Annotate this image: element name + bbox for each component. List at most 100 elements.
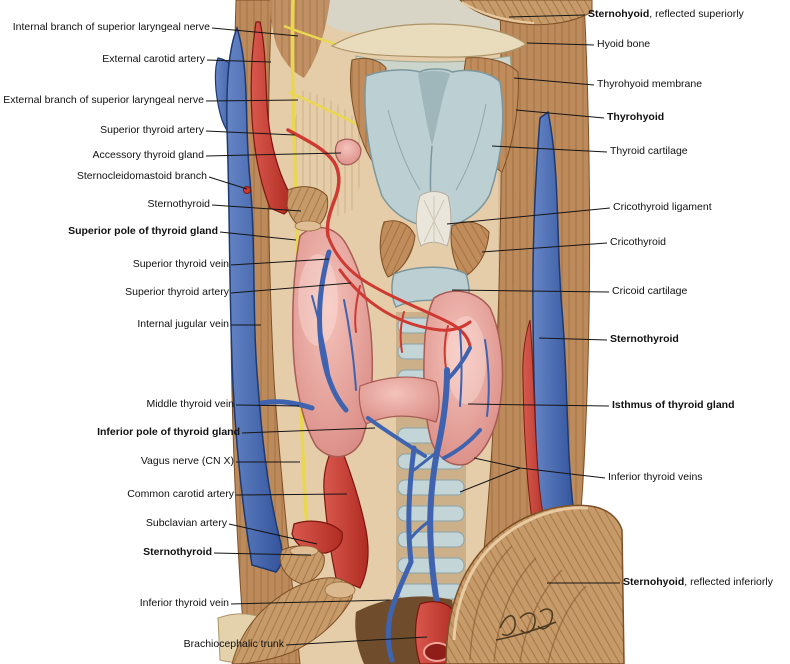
label-thyrohyoid-membrane: Thyrohyoid membrane	[597, 78, 702, 91]
thyroid-isthmus	[358, 376, 440, 425]
label-sternothyroid: Sternothyroid	[610, 333, 679, 346]
label-text: Sternothyroid	[143, 546, 212, 558]
label-text: Common carotid artery	[127, 488, 234, 500]
label-superior-pole-of-thyroid-gland: Superior pole of thyroid gland	[68, 225, 218, 238]
label-text: Sternothyroid	[610, 333, 679, 345]
label-text: Internal branch of superior laryngeal ne…	[12, 21, 210, 33]
label-text: Subclavian artery	[145, 517, 227, 529]
leader-line	[515, 109, 605, 119]
sternohyoid-reflected-superiorly	[459, 0, 593, 26]
label-text: Sternothyroid	[147, 198, 210, 210]
label-subclavian-artery: Subclavian artery	[146, 517, 227, 530]
label-text: Brachiocephalic trunk	[183, 638, 284, 650]
leader-line	[513, 77, 595, 86]
label-text: Superior thyroid artery	[100, 124, 204, 136]
sternothyroid-cut-stub-lower	[279, 545, 325, 585]
leader-line	[228, 523, 318, 545]
label-inferior-thyroid-veins: Inferior thyroid veins	[608, 471, 703, 484]
hyoid-bone	[330, 23, 528, 58]
label-text: Inferior thyroid vein	[139, 597, 229, 609]
label-common-carotid-artery: Common carotid artery	[127, 488, 234, 501]
label-text: Sternohyoid	[588, 8, 650, 20]
label-text: Isthmus of thyroid gland	[612, 399, 735, 411]
label-sternothyroid: Sternothyroid	[143, 546, 212, 559]
label-inferior-pole-of-thyroid-gland: Inferior pole of thyroid gland	[97, 426, 240, 439]
leader-line	[491, 145, 608, 153]
label-text: Middle thyroid vein	[146, 398, 234, 410]
leader-line	[205, 130, 296, 136]
label-superior-thyroid-artery: Superior thyroid artery	[125, 286, 229, 299]
label-text: Thyroid cartilage	[610, 145, 688, 157]
leader-line	[213, 552, 312, 556]
leader-line	[235, 404, 300, 407]
leader-line	[446, 207, 611, 225]
label-sternohyoid-reflected-inferiorly: Sternohyoid, reflected inferiorly	[623, 576, 773, 589]
leader-line	[230, 599, 391, 605]
leader-line	[481, 242, 608, 253]
label-hyoid-bone: Hyoid bone	[597, 38, 650, 51]
label-text: Vagus nerve (CN X)	[140, 455, 234, 467]
label-sternocleidomastoid-branch: Sternocleidomastoid branch	[77, 170, 207, 183]
label-text: Superior thyroid artery	[125, 286, 229, 298]
leader-line	[241, 427, 376, 434]
label-isthmus-of-thyroid-gland: Isthmus of thyroid gland	[612, 399, 735, 412]
label-text: Sternocleidomastoid branch	[76, 170, 207, 182]
label-text: External carotid artery	[102, 53, 205, 65]
label-middle-thyroid-vein: Middle thyroid vein	[146, 398, 234, 411]
label-sternohyoid-reflected-superiorly: Sternohyoid, reflected superiorly	[588, 8, 744, 21]
leader-line	[285, 636, 428, 646]
label-text: , reflected inferiorly	[684, 576, 773, 588]
label-cricothyroid: Cricothyroid	[610, 236, 666, 249]
leader-line	[508, 14, 586, 18]
label-external-carotid-artery: External carotid artery	[102, 53, 205, 66]
inferior-thyroid-vein-trunk	[427, 367, 450, 637]
inferior-thyroid-vein	[385, 559, 414, 663]
leader-line	[205, 99, 299, 102]
label-sternothyroid: Sternothyroid	[148, 198, 210, 211]
leader-line	[451, 289, 610, 293]
label-text: Inferior pole of thyroid gland	[97, 426, 240, 438]
label-accessory-thyroid-gland: Accessory thyroid gland	[93, 149, 204, 162]
sternothyroid-cut-lower-left	[231, 577, 356, 664]
label-text: Hyoid bone	[597, 38, 651, 50]
label-superior-thyroid-vein: Superior thyroid vein	[133, 258, 229, 271]
leader-line	[208, 176, 248, 190]
label-text: Inferior thyroid veins	[608, 471, 703, 483]
leader-line	[219, 231, 297, 241]
label-text: Accessory thyroid gland	[92, 149, 204, 161]
leader-line	[211, 27, 299, 37]
label-text: Thyrohyoid	[607, 111, 665, 123]
leader-line	[205, 152, 342, 157]
leader-line	[526, 42, 595, 46]
label-text: Superior thyroid vein	[132, 258, 229, 270]
label-thyroid-cartilage: Thyroid cartilage	[610, 145, 688, 158]
label-text: Internal jugular vein	[137, 318, 229, 330]
leader-line	[235, 493, 348, 496]
label-text: Cricothyroid	[610, 236, 667, 248]
leader-line	[230, 282, 352, 294]
leader-line	[467, 403, 610, 407]
label-thyrohyoid: Thyrohyoid	[607, 111, 664, 124]
leader-line	[211, 204, 302, 212]
leader-line	[206, 59, 272, 63]
label-vagus-nerve-cn-x: Vagus nerve (CN X)	[141, 455, 234, 468]
label-cricothyroid-ligament: Cricothyroid ligament	[613, 201, 712, 214]
label-text: Cricothyroid ligament	[613, 201, 712, 213]
label-external-branch-of-superior-laryngeal-nerve: External branch of superior laryngeal ne…	[3, 94, 204, 107]
label-text: Thyrohyoid membrane	[597, 78, 703, 90]
label-inferior-thyroid-vein: Inferior thyroid vein	[140, 597, 229, 610]
leader-line	[538, 337, 608, 341]
label-text: External branch of superior laryngeal ne…	[3, 94, 204, 106]
illustrator-signature	[495, 608, 557, 641]
label-text: Cricoid cartilage	[612, 285, 688, 297]
label-cricoid-cartilage: Cricoid cartilage	[612, 285, 687, 298]
cricothyroid-muscle	[379, 220, 490, 279]
cricothyroid-ligament	[415, 191, 452, 247]
leader-line	[459, 467, 521, 493]
label-superior-thyroid-artery: Superior thyroid artery	[100, 124, 204, 137]
label-internal-jugular-vein: Internal jugular vein	[137, 318, 229, 331]
